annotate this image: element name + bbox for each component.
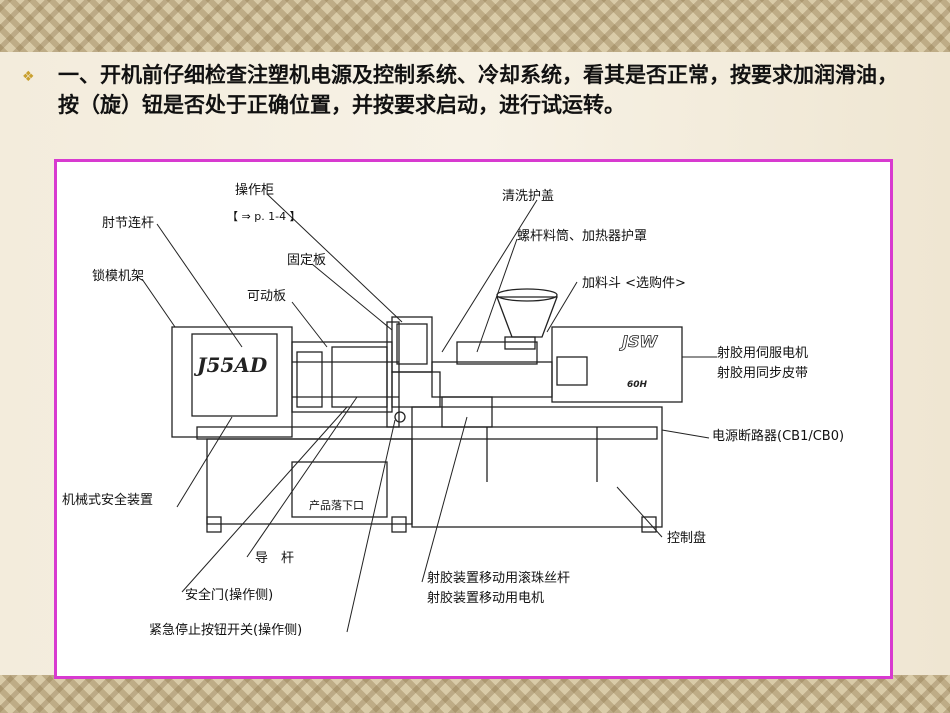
- label-cleaning-cover: 清洗护盖: [502, 189, 554, 204]
- label-control-cabinet: 操作柜: [235, 182, 274, 198]
- label-screw-heater-cover: 螺杆料筒、加热器护罩: [517, 228, 647, 244]
- label-control-cabinet-ref: 【 ⇒ p. 1-4 】: [227, 210, 301, 223]
- label-control-panel: 控制盘: [667, 530, 706, 546]
- label-guide-rod: 导 杆: [255, 551, 294, 566]
- label-fixed-plate: 固定板: [287, 253, 326, 268]
- label-mold-clamp-frame: 锁模机架: [92, 268, 144, 284]
- slide-heading: 一、开机前仔细检查注塑机电源及控制系统、冷却系统，看其是否正常，按要求加润滑油，…: [58, 63, 898, 117]
- emergency-stop-button: [394, 411, 406, 423]
- mold-clamp-frame: [171, 326, 293, 438]
- mark-label: 60H: [627, 380, 648, 390]
- label-breaker: 电源断路器(CB1/CB0): [712, 428, 844, 444]
- brand-label: JSW: [619, 332, 658, 351]
- label-servo-motor: 射胶用伺服电机: [717, 345, 808, 361]
- label-ball-screw: 射胶装置移动用滚珠丝杆: [427, 570, 570, 586]
- machine-diagram-frame: J55AD JSW 60H 操作柜 【 ⇒ p. 1-4 】 清洗护盖 螺杆料筒…: [54, 159, 893, 679]
- label-move-motor: 射胶装置移动用电机: [427, 590, 544, 606]
- label-emergency-stop: 紧急停止按钮开关(操作侧): [149, 622, 302, 638]
- label-mech-safety: 机械式安全装置: [62, 492, 153, 508]
- decorative-border-bottom: [0, 675, 950, 713]
- hopper: [496, 296, 558, 338]
- label-movable-plate: 可动板: [247, 289, 286, 304]
- decorative-border-top: [0, 0, 950, 52]
- label-product-drop: 产品落下口: [309, 498, 364, 512]
- model-label: J55AD: [193, 353, 268, 377]
- label-toggle-link: 肘节连杆: [102, 215, 154, 231]
- injection-unit-housing: [551, 326, 683, 403]
- label-safety-door: 安全门(操作侧): [185, 587, 273, 603]
- label-sync-belt: 射胶用同步皮带: [717, 365, 808, 381]
- product-drop-opening: [291, 461, 388, 518]
- right-base-cabinet: [411, 406, 663, 528]
- bullet-icon: ❖: [22, 69, 35, 85]
- machine-base-rail: [196, 426, 658, 440]
- movable-platen: [296, 351, 323, 408]
- injection-barrel-cover: [431, 361, 553, 398]
- machine-diagram: J55AD JSW 60H 操作柜 【 ⇒ p. 1-4 】 清洗护盖 螺杆料筒…: [62, 182, 844, 638]
- label-hopper: 加料斗 <选购件>: [582, 275, 686, 291]
